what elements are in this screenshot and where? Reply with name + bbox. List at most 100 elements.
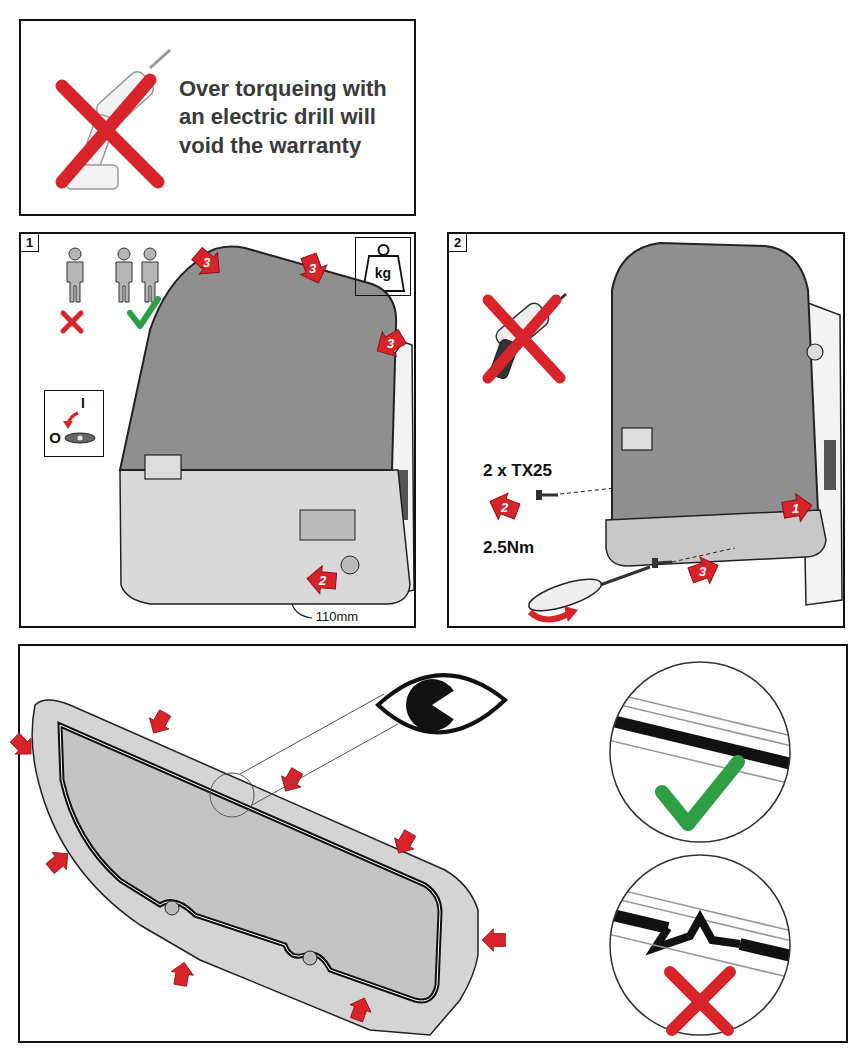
drill-icon	[488, 294, 566, 380]
screwdriver-shaft	[600, 567, 650, 585]
weight-handle	[379, 245, 389, 255]
prohibited-cross	[63, 313, 81, 331]
cable-gland	[341, 556, 359, 574]
persons-icon	[63, 248, 158, 331]
screwdriver-handle	[525, 573, 604, 617]
seal-ok	[600, 662, 800, 842]
step-panel: 2	[447, 232, 845, 628]
seal-kink	[655, 918, 740, 948]
step-number: 1	[21, 234, 39, 252]
seal	[60, 725, 440, 1001]
seal-band	[600, 912, 668, 928]
mount-knob	[807, 344, 823, 360]
check-arrow	[346, 994, 375, 1023]
inverter-open	[120, 243, 414, 618]
turn-arrow-head	[564, 606, 578, 622]
turn-arrow	[530, 612, 568, 620]
magnifier	[210, 773, 254, 817]
check-arrow	[144, 707, 175, 738]
weight-unit: kg	[375, 266, 391, 280]
step-arrow	[295, 251, 331, 288]
warning-text: Over torqueing with an electric drill wi…	[179, 75, 406, 161]
eye	[378, 675, 505, 732]
screw-thread	[542, 494, 558, 497]
person	[67, 248, 83, 302]
step-arrow	[188, 243, 228, 283]
inspect-eye	[210, 675, 505, 817]
switch-knob	[65, 433, 95, 443]
callout-number: 3	[699, 565, 706, 578]
vent	[824, 440, 836, 490]
cover-seal	[7, 700, 506, 1035]
step-arrow	[485, 488, 522, 524]
inverter-cover	[612, 243, 818, 522]
switch-icon-art	[63, 413, 95, 443]
detail-circle	[610, 855, 790, 1035]
inverter-closed	[485, 243, 842, 622]
step-arrow	[370, 324, 409, 363]
warning-panel: Over torqueing with an electric drill wi…	[19, 19, 416, 216]
spec-label: 2 x TX25	[483, 462, 552, 479]
screw-head	[652, 558, 658, 568]
check-arrow	[7, 730, 39, 762]
check-arrow	[482, 929, 505, 951]
step-arrow	[306, 565, 337, 595]
person	[116, 248, 132, 302]
screw-thread	[658, 562, 672, 563]
detail-circle	[610, 662, 790, 842]
screw-path	[560, 488, 615, 494]
seal-band	[600, 718, 800, 766]
check-mark	[662, 762, 738, 824]
screw-boss	[165, 901, 179, 915]
switch-on-mark: I	[81, 396, 85, 410]
spec-label: 2.5Nm	[483, 539, 534, 556]
callout-number: 1	[792, 502, 799, 515]
pupil-cut	[432, 690, 460, 720]
display	[145, 455, 181, 479]
step-number: 2	[449, 234, 467, 252]
magnifier-line	[252, 724, 398, 805]
check-arrow	[389, 827, 420, 858]
switch-off-mark: O	[49, 430, 61, 445]
callout-number: 3	[203, 256, 210, 269]
connection-cover	[606, 510, 826, 566]
prohibited-cross	[670, 972, 730, 1030]
step-panel: 1kgIO	[19, 232, 416, 628]
terminal-block	[300, 510, 355, 540]
connection-area	[120, 470, 410, 604]
person	[142, 248, 158, 302]
frame-edge	[600, 738, 800, 786]
dimension-label: 110mm	[316, 610, 358, 623]
callout-number: 2	[319, 574, 326, 587]
callout-number: 3	[309, 262, 316, 275]
check-arrow	[169, 960, 195, 987]
cover-plate	[32, 700, 478, 1035]
drill-bit	[150, 50, 170, 68]
weight-icon: kg	[355, 237, 411, 296]
step-panel	[19, 645, 847, 1042]
dimension-line	[292, 604, 312, 618]
display	[622, 428, 652, 450]
screw-boss	[303, 951, 317, 965]
drill-icon	[62, 50, 170, 189]
screw-head	[536, 490, 542, 500]
seal-bad	[600, 855, 800, 1035]
seal-band	[740, 944, 800, 958]
step-arrow	[686, 552, 723, 588]
switch-icon: IO	[44, 390, 104, 457]
magnifier-line	[240, 694, 384, 774]
step-arrow	[781, 491, 814, 524]
callout-number: 3	[387, 337, 394, 350]
seal-edge	[60, 725, 440, 1001]
prohibited-cross	[62, 80, 158, 182]
detail-view	[600, 690, 800, 786]
callout-number: 2	[501, 501, 508, 514]
frame-edge	[600, 932, 800, 980]
check-arrow	[276, 765, 307, 796]
prohibited-cross	[488, 300, 560, 378]
switch-pivot	[78, 436, 83, 441]
